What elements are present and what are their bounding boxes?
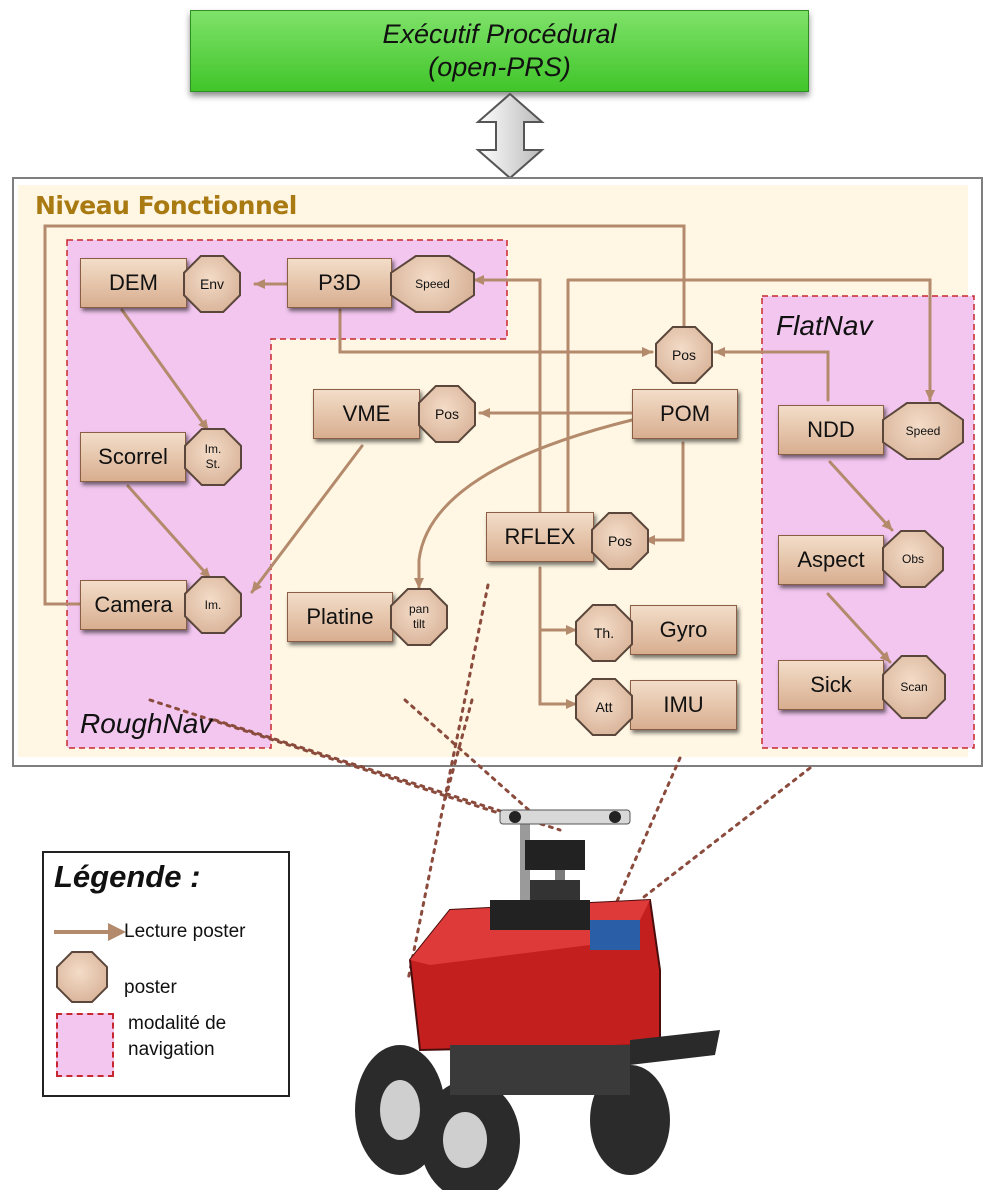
arrow-ndd-obs — [828, 460, 894, 532]
aspect-module: Aspect — [778, 535, 884, 585]
executive-subtitle: (open-PRS) — [428, 52, 571, 82]
rflex-pos-poster: Pos — [591, 512, 649, 570]
ndd-speed-label: Speed — [884, 404, 962, 458]
ndd-speed-poster: Speed — [882, 402, 964, 460]
imst-label-1: Im. — [204, 442, 222, 456]
roughnav-region-bottom — [67, 339, 271, 748]
rflex-module: RFLEX — [486, 512, 594, 562]
flatnav-region-border — [761, 295, 975, 749]
gyro-th-poster: Th. — [575, 604, 633, 662]
flatnav-label: FlatNav — [776, 310, 873, 341]
link-sick-robot — [638, 766, 812, 902]
scorrel-module: Scorrel — [80, 432, 186, 482]
imu-att-poster: Att — [575, 678, 633, 736]
executive-title: Exécutif Procédural — [382, 19, 617, 49]
arrow-speed-ndd — [566, 278, 935, 402]
th-label: Th. — [577, 606, 631, 660]
functional-level-title: Niveau Fonctionnel — [35, 191, 297, 220]
obs-label: Obs — [884, 532, 942, 586]
platine-pantilt-poster: pan tilt — [390, 588, 448, 646]
arrow-rflex-th — [538, 566, 578, 635]
arrow-pom-platine — [414, 418, 634, 590]
scan-label: Scan — [884, 657, 944, 717]
imst-label-2: St. — [205, 457, 221, 471]
legend-poster-label: poster — [124, 977, 177, 998]
pom-pos-label: Pos — [657, 328, 711, 382]
rflex-pos-label: Pos — [593, 514, 647, 568]
pan-label: pan — [408, 602, 430, 616]
p3d-speed-poster: Speed — [390, 255, 475, 313]
arrow-rflex-att — [538, 628, 578, 709]
sick-scan-poster: Scan — [882, 655, 946, 719]
platine-module: Platine — [287, 592, 393, 642]
gyro-module: Gyro — [630, 605, 737, 655]
arrow-scorrel-im — [126, 484, 212, 580]
vme-pos-label: Pos — [420, 387, 474, 441]
vme-module: VME — [313, 389, 420, 439]
legend-title: Légende : — [54, 859, 201, 894]
arrow-rflex-speed-p3d — [472, 275, 542, 514]
p3d-module: P3D — [287, 258, 392, 308]
legend-box: Légende : Lecture poster poster modalité… — [42, 851, 290, 1097]
link-rflex-robot — [406, 583, 490, 982]
env-poster-label: Env — [185, 257, 239, 311]
legend-region-icon — [56, 1013, 114, 1077]
pom-pos-poster: Pos — [655, 326, 713, 384]
aspect-obs-poster: Obs — [882, 530, 944, 588]
camera-im-poster: Im. — [184, 576, 242, 634]
arrow-vme-im — [250, 444, 364, 594]
legend-arrow-label: Lecture poster — [124, 921, 246, 942]
imu-module: IMU — [630, 680, 737, 730]
arrow-dem-imst — [120, 308, 210, 432]
link-rflex-robot-2 — [443, 698, 474, 802]
arrow-aspect-scan — [826, 592, 892, 664]
link-camera-robot-2 — [213, 718, 562, 832]
link-camera-robot — [148, 698, 522, 822]
camera-module: Camera — [80, 580, 187, 630]
tilt-label: tilt — [413, 617, 425, 631]
arrow-pom-rflexpos — [643, 441, 685, 545]
legend-poster-icon — [56, 951, 108, 1003]
dem-module: DEM — [80, 258, 187, 308]
arrow-ndd-pos — [713, 347, 830, 402]
p3d-speed-label: Speed — [392, 257, 473, 311]
camera-im-label: Im. — [186, 578, 240, 632]
ndd-module: NDD — [778, 405, 884, 455]
arrow-camera-pos — [43, 224, 689, 606]
link-platine-robot — [403, 698, 542, 822]
pom-module: POM — [632, 389, 738, 439]
legend-region-label-1: modalité de — [128, 1013, 227, 1034]
att-label: Att — [577, 680, 631, 734]
sick-module: Sick — [778, 660, 884, 710]
arrow-p3d-pos — [338, 308, 654, 357]
legend-region-label-2: navigation — [128, 1039, 215, 1060]
roughnav-label: RoughNav — [80, 708, 213, 739]
vme-pos-poster: Pos — [418, 385, 476, 443]
roughnav-region-border — [66, 239, 508, 749]
env-poster: Env — [183, 255, 241, 313]
procedural-executive-box: Exécutif Procédural (open-PRS) — [190, 10, 809, 92]
robot-image — [355, 809, 720, 1190]
legend-arrow-icon — [54, 923, 126, 941]
scorrel-imst-poster: Im. St. — [184, 428, 242, 486]
